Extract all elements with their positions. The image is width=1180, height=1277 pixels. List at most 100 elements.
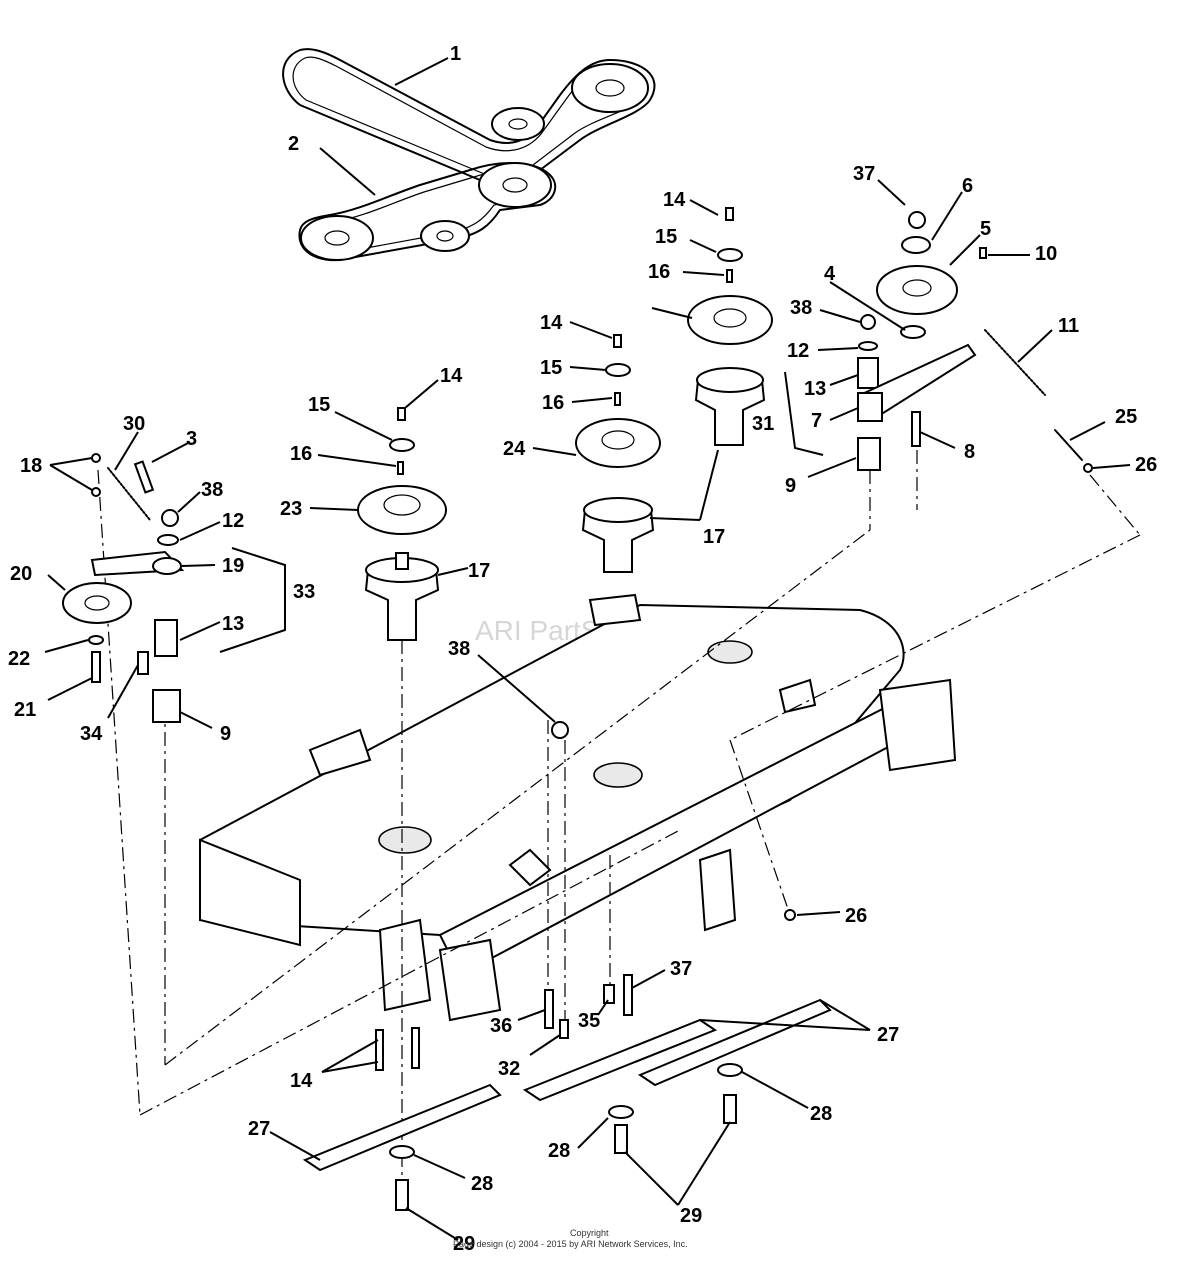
nut-38-center	[551, 721, 569, 739]
pulley-hub	[595, 79, 625, 97]
bolts-14-left	[375, 1029, 384, 1071]
callout-34[interactable]: 34	[80, 723, 103, 745]
dash-line	[1089, 474, 1141, 536]
leader	[394, 57, 449, 86]
callout-27-right[interactable]: 27	[877, 1024, 899, 1046]
callout-33[interactable]: 33	[293, 581, 315, 603]
leader	[49, 457, 93, 466]
leader	[819, 309, 861, 323]
callout-15-left[interactable]: 15	[308, 394, 330, 416]
pulley-hub	[436, 230, 454, 242]
leader	[597, 999, 609, 1016]
bolts-14-right	[411, 1027, 420, 1069]
callout-9-right[interactable]: 9	[785, 475, 796, 497]
callout-14-bottom[interactable]: 14	[290, 1070, 313, 1092]
deck-left-mount	[438, 938, 502, 1022]
blade-27-right	[637, 998, 832, 1087]
callout-1[interactable]: 1	[450, 43, 461, 65]
callout-38-center[interactable]: 38	[448, 638, 470, 660]
callout-26-right[interactable]: 26	[1135, 454, 1157, 476]
callout-14-center[interactable]: 14	[540, 312, 563, 334]
callout-11[interactable]: 11	[1058, 315, 1079, 337]
leader	[699, 449, 719, 521]
callout-23[interactable]: 23	[280, 498, 302, 520]
pulley-lower-middle	[420, 220, 470, 252]
callout-15-right[interactable]: 15	[655, 226, 677, 248]
callout-38-left[interactable]: 38	[201, 479, 223, 501]
callout-29-left[interactable]: 29	[453, 1233, 475, 1255]
washer-28-center	[608, 1105, 634, 1119]
callout-16-center[interactable]: 16	[542, 392, 564, 414]
callout-2[interactable]: 2	[288, 133, 299, 155]
callout-28-center[interactable]: 28	[548, 1140, 570, 1162]
deck-center-mount	[698, 848, 737, 932]
callout-35[interactable]: 35	[578, 1010, 600, 1032]
nut-26-right	[1083, 463, 1093, 473]
callout-20[interactable]: 20	[10, 563, 32, 585]
callout-5[interactable]: 5	[980, 218, 991, 240]
leader	[179, 711, 213, 729]
callout-16-right[interactable]: 16	[648, 261, 670, 283]
leader	[181, 564, 216, 567]
callout-19[interactable]: 19	[222, 555, 244, 577]
bolt-18-bottom	[91, 487, 101, 497]
callout-31[interactable]: 31	[752, 413, 774, 435]
callout-37-right[interactable]: 37	[670, 958, 692, 980]
callout-26-deck[interactable]: 26	[845, 905, 867, 927]
callout-13-right[interactable]: 13	[804, 378, 826, 400]
callout-22[interactable]: 22	[8, 648, 30, 670]
callout-16-left[interactable]: 16	[290, 443, 312, 465]
callout-12-left[interactable]: 12	[222, 510, 244, 532]
callout-10[interactable]: 10	[1035, 243, 1057, 265]
callout-17-left[interactable]: 17	[468, 560, 490, 582]
leader	[651, 307, 693, 319]
arm-hub-19	[152, 557, 182, 575]
callout-17-center[interactable]: 17	[703, 526, 725, 548]
pulley-hub	[601, 430, 635, 450]
leader	[569, 366, 607, 371]
leader	[949, 234, 981, 266]
callout-30[interactable]: 30	[123, 413, 145, 435]
pulley-left	[300, 215, 374, 261]
callout-29-right[interactable]: 29	[680, 1205, 702, 1227]
callout-7[interactable]: 7	[811, 410, 822, 432]
callout-37-left[interactable]: 36	[490, 1015, 512, 1037]
callout-12-right[interactable]: 12	[787, 340, 809, 362]
callout-28-right[interactable]: 28	[810, 1103, 832, 1125]
deck-tab-rear	[588, 593, 642, 627]
spring-11	[984, 329, 1046, 396]
callout-38-arm[interactable]: 38	[790, 297, 812, 319]
callout-3[interactable]: 3	[186, 428, 197, 450]
deck-right-bracket	[878, 678, 957, 772]
leader	[689, 239, 717, 253]
leader	[107, 664, 139, 719]
bushing-9-left	[152, 689, 181, 723]
callout-4[interactable]: 4	[824, 263, 836, 285]
mower-deck	[199, 593, 957, 1022]
callout-38-right[interactable]: 37	[853, 163, 875, 185]
pulley-hub	[508, 118, 528, 130]
leader	[219, 547, 286, 653]
callout-28-left[interactable]: 28	[471, 1173, 493, 1195]
callout-14-left[interactable]: 14	[440, 365, 463, 387]
bushing-9-right	[857, 437, 881, 471]
callout-24[interactable]: 24	[503, 438, 526, 460]
bolt-18-top	[91, 453, 101, 463]
callout-27-left[interactable]: 27	[248, 1118, 270, 1140]
leader	[649, 517, 701, 521]
callout-18[interactable]: 18	[20, 455, 42, 477]
callout-6[interactable]: 6	[962, 175, 973, 197]
pulley-23	[357, 485, 447, 535]
callout-15-center[interactable]: 15	[540, 357, 562, 379]
callout-9-left[interactable]: 9	[220, 723, 231, 745]
leader	[807, 457, 857, 478]
callout-21[interactable]: 21	[14, 699, 36, 721]
callout-25[interactable]: 25	[1115, 406, 1137, 428]
bolt-14-right	[725, 207, 734, 221]
callout-32[interactable]: 32	[498, 1058, 520, 1080]
callout-14-right[interactable]: 14	[663, 189, 686, 211]
callout-13-left[interactable]: 13	[222, 613, 244, 635]
deck-left-side	[199, 838, 301, 947]
callout-8[interactable]: 8	[964, 441, 975, 463]
